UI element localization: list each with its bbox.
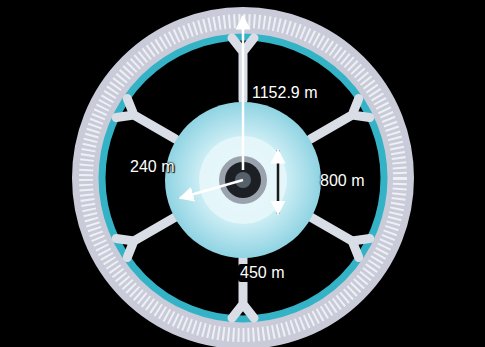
- hub-radius-dimension: 240 m: [128, 158, 176, 176]
- hub-diameter-dimension: 800 m: [318, 172, 366, 190]
- spoke-length-dimension: 450 m: [238, 264, 286, 282]
- radius-dimension: 1152.9 m: [250, 84, 320, 102]
